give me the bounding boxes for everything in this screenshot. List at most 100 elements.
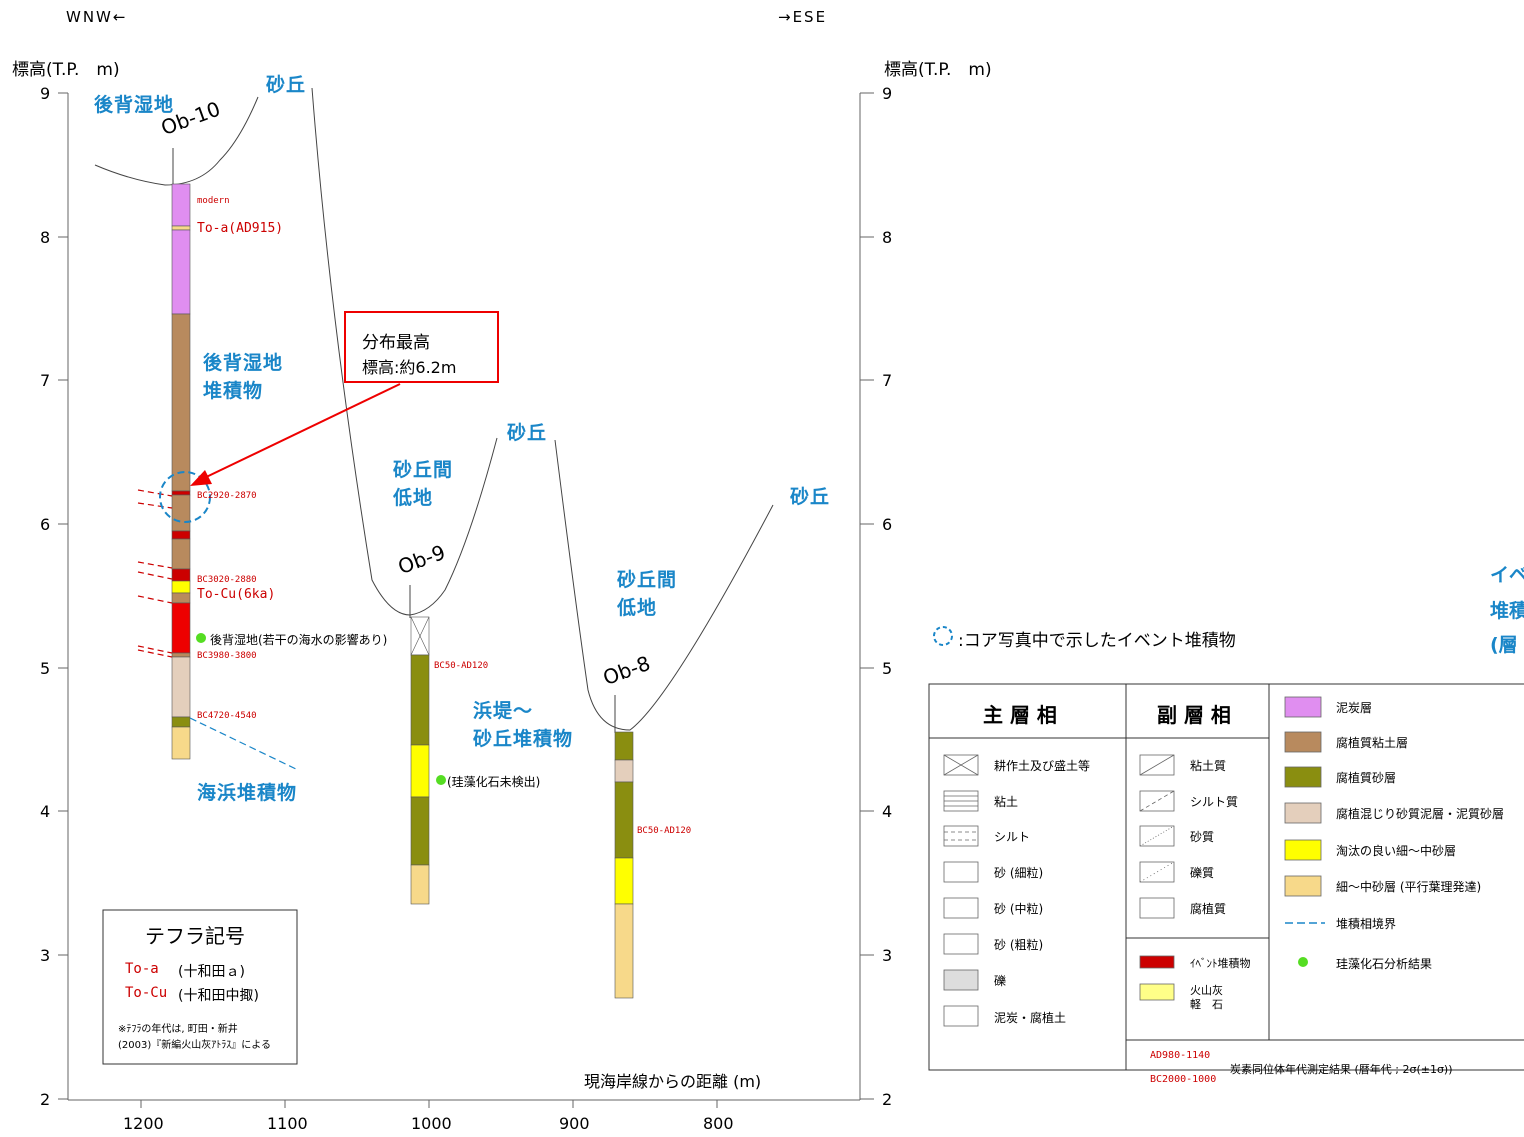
legend-main-item: 礫 xyxy=(994,974,1007,988)
legend-sub-item: シルト質 xyxy=(1190,795,1239,809)
y-ticks-right xyxy=(860,92,874,1100)
label-bc4720: BC4720-4540 xyxy=(197,711,257,721)
cut-text-3: (層 xyxy=(1490,634,1518,656)
y-axis-title-right: 標高(T.P. m) xyxy=(884,60,992,80)
legend-sub-item: 礫質 xyxy=(1190,866,1215,880)
event-highlight-circle xyxy=(159,471,211,523)
callout-arrow-head xyxy=(190,470,212,486)
legend-diatom-dot xyxy=(1298,957,1308,967)
y-axis-title-left: 標高(T.P. m) xyxy=(12,60,120,80)
x-tick-label: 1000 xyxy=(411,1114,452,1133)
label-interdune-1: 砂丘間 低地 xyxy=(393,459,454,509)
legend-main-item: 泥炭・腐植土 xyxy=(994,1011,1067,1025)
y-tick-label: 2 xyxy=(40,1090,51,1109)
y-tick-label: 8 xyxy=(40,228,51,247)
legend-color-item: 腐植質砂層 xyxy=(1336,771,1397,785)
legend-color-item: 細～中砂層 (平行葉理発達) xyxy=(1336,880,1482,894)
diatom-dot-ob9 xyxy=(436,775,446,785)
callout-box xyxy=(344,311,499,383)
legend-diatom-item: 珪藻化石分析結果 xyxy=(1336,957,1433,971)
event-note-circle xyxy=(933,626,953,646)
legend-color-item: 腐植混じり砂質泥層・泥質砂層 xyxy=(1336,807,1505,821)
y-tick-label-right: 2 xyxy=(882,1090,893,1109)
label-ob9-note: (珪藻化石未検出) xyxy=(447,775,541,789)
label-backmarsh: 後背湿地 xyxy=(94,94,175,116)
y-ticks-left xyxy=(58,92,68,1100)
callout-line-2: 標高:約6.2m xyxy=(362,358,457,377)
y-tick-label-right: 6 xyxy=(882,515,893,534)
legend-main-item: 耕作土及び盛土等 xyxy=(994,759,1091,773)
label-modern: modern xyxy=(197,196,230,206)
legend-date-example-2: BC2000-1000 xyxy=(1150,1074,1217,1085)
x-ticks xyxy=(140,1100,718,1108)
tephra-code-toa: To-a xyxy=(125,961,159,977)
core-ob8 xyxy=(614,731,634,999)
legend-date-example-1: AD980-1140 xyxy=(1150,1050,1211,1061)
legend-sub-item: 腐植質 xyxy=(1190,902,1227,916)
label-bc2920: BC2920-2870 xyxy=(197,491,257,501)
y-tick-label: 7 xyxy=(40,371,51,390)
legend-main-item: シルト xyxy=(994,830,1031,844)
legend-table xyxy=(928,683,1524,1071)
legend-sub-header: 副 層 相 xyxy=(1157,703,1231,727)
y-tick-label-right: 7 xyxy=(882,371,893,390)
y-tick-label: 3 xyxy=(40,946,51,965)
tephra-legend-box xyxy=(102,909,298,1065)
legend-color-swatches xyxy=(1284,696,1322,897)
cut-text-2: 堆積 xyxy=(1490,600,1524,622)
label-dune-2: 砂丘 xyxy=(507,422,548,444)
tephra-name-tocu: (十和田中掫) xyxy=(178,988,259,1004)
callout-line-1: 分布最高 xyxy=(362,333,430,353)
legend-event-item: ｲﾍﾞﾝﾄ堆積物 xyxy=(1190,957,1251,970)
legend-main-item: 砂 (粗粒) xyxy=(994,938,1044,952)
y-tick-label: 5 xyxy=(40,659,51,678)
y-tick-label: 4 xyxy=(40,802,51,821)
label-bc3980: BC3980-3800 xyxy=(197,651,257,661)
legend-sub-item: 粘土質 xyxy=(1190,759,1227,773)
legend-main-item: 粘土 xyxy=(994,795,1019,809)
label-toa: To-a(AD915) xyxy=(197,221,284,236)
tephra-title: テフラ記号 xyxy=(145,924,245,948)
y-tick-label: 6 xyxy=(40,515,51,534)
legend-main-header: 主 層 相 xyxy=(983,703,1057,727)
x-tick-label: 800 xyxy=(703,1114,734,1133)
legend-main-swatches xyxy=(943,754,979,1027)
tephra-note-2: (2003)『新編火山灰ｱﾄﾗｽ』による xyxy=(118,1040,271,1051)
y-tick-label: 9 xyxy=(40,84,51,103)
label-ob8-date: BC50-AD120 xyxy=(637,826,692,836)
y-tick-label-right: 3 xyxy=(882,946,893,965)
legend-ash-item-2: 軽 石 xyxy=(1190,998,1223,1011)
legend-sub-item: 砂質 xyxy=(1190,830,1215,844)
direction-wnw: WNW← xyxy=(66,8,128,26)
core-ob9 xyxy=(410,616,430,905)
legend-color-item: 泥炭層 xyxy=(1336,701,1373,715)
x-tick-label: 1100 xyxy=(267,1114,308,1133)
legend-main-item: 砂 (細粒) xyxy=(994,866,1044,880)
legend-color-item: 腐植質粘土層 xyxy=(1336,736,1409,750)
tephra-name-toa: (十和田ａ) xyxy=(178,964,245,980)
label-interdune-2: 砂丘間 低地 xyxy=(617,569,678,619)
legend-date-desc: 炭素同位体年代測定結果 (暦年代 ; 2σ(±1σ)) xyxy=(1230,1063,1453,1076)
label-bc3020: BC3020-2880 xyxy=(197,575,257,585)
label-tocu: To-Cu(6ka) xyxy=(197,587,276,602)
x-axis-title: 現海岸線からの距離 (m) xyxy=(584,1072,762,1091)
label-dune-1: 砂丘 xyxy=(266,74,307,96)
legend-sub-swatches xyxy=(1139,754,1175,1001)
legend-main-item: 砂 (中粒) xyxy=(994,902,1044,916)
x-tick-label: 900 xyxy=(559,1114,590,1133)
label-ob9-date: BC50-AD120 xyxy=(434,661,489,671)
label-backmarsh-deposit: 後背湿地 堆積物 xyxy=(203,352,284,402)
legend-ash-item-1: 火山灰 xyxy=(1190,984,1223,997)
label-marsh-note: 後背湿地(若干の海水の影響あり) xyxy=(210,633,388,647)
facies-boundary-line xyxy=(189,717,299,771)
label-beach-deposit: 海浜堆積物 xyxy=(197,782,298,804)
cut-text-1: イベ xyxy=(1490,564,1524,586)
label-ridge-deposit: 浜堤～ 砂丘堆積物 xyxy=(473,700,574,750)
tephra-code-tocu: To-Cu xyxy=(125,985,168,1001)
callout-arrow-line xyxy=(199,383,401,481)
y-tick-label-right: 5 xyxy=(882,659,893,678)
y-tick-label-right: 8 xyxy=(882,228,893,247)
event-lines xyxy=(137,489,173,658)
